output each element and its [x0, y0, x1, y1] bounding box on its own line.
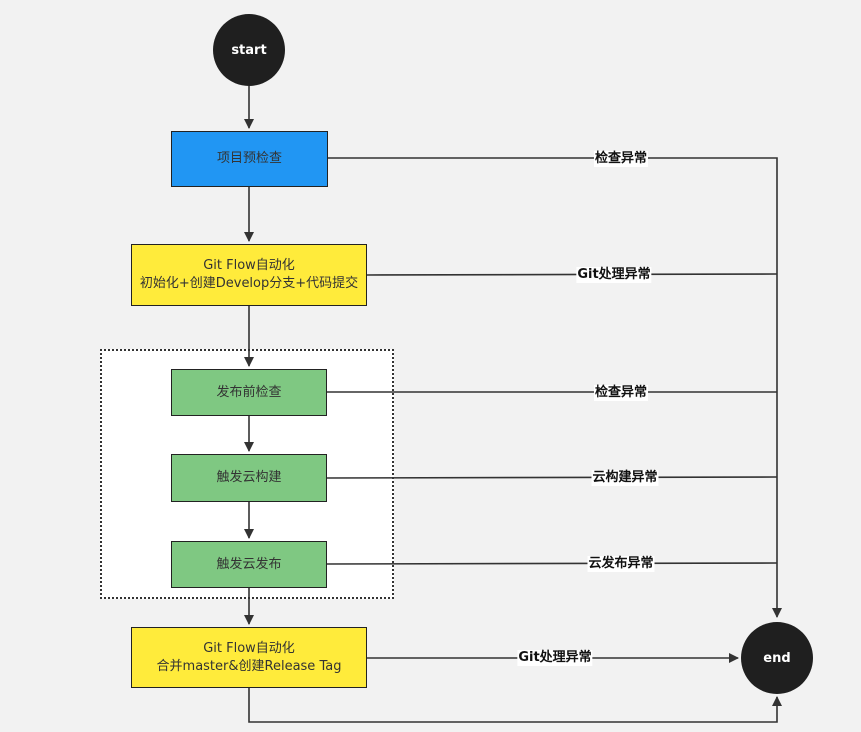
gitflow-merge-line1: Git Flow自动化 [203, 640, 295, 656]
edge-gitflow-error [366, 273, 778, 276]
cloud-deploy-node: 触发云发布 [171, 541, 327, 588]
end-label: end [763, 650, 791, 666]
edge-precheck-error [328, 157, 782, 618]
precheck-error-label: 检查异常 [593, 151, 649, 167]
deploy-error-label: 云发布异常 [587, 556, 655, 572]
edge-build-error [326, 476, 778, 479]
gitflow-merge-line2: 合并master&创建Release Tag [156, 658, 342, 674]
edge-merge-end [248, 688, 782, 723]
end-node: end [741, 622, 813, 694]
build-error-label: 云构建异常 [591, 470, 659, 486]
gitflow-init-line1: Git Flow自动化 [203, 258, 295, 273]
start-label: start [231, 42, 267, 58]
precheck-node: 项目预检查 [171, 131, 328, 187]
edge-deploy-error [326, 562, 778, 565]
git-error-label-1: Git处理异常 [576, 267, 652, 283]
cloud-build-node: 触发云构建 [171, 454, 327, 502]
start-node: start [213, 14, 285, 86]
precheck-label: 项目预检查 [216, 151, 282, 166]
gitflow-init-node: Git Flow自动化 初始化+创建Develop分支+代码提交 [131, 244, 367, 306]
cloud-deploy-label: 触发云发布 [216, 556, 282, 572]
release-check-node: 发布前检查 [171, 369, 327, 416]
gitflow-merge-node: Git Flow自动化 合并master&创建Release Tag [131, 627, 367, 688]
gitflow-init-line2: 初始化+创建Develop分支+代码提交 [139, 276, 359, 291]
cloud-build-label: 触发云构建 [216, 470, 282, 485]
git-error-label-2: Git处理异常 [517, 650, 593, 666]
check-error-label: 检查异常 [593, 385, 649, 401]
release-check-label: 发布前检查 [216, 384, 282, 400]
